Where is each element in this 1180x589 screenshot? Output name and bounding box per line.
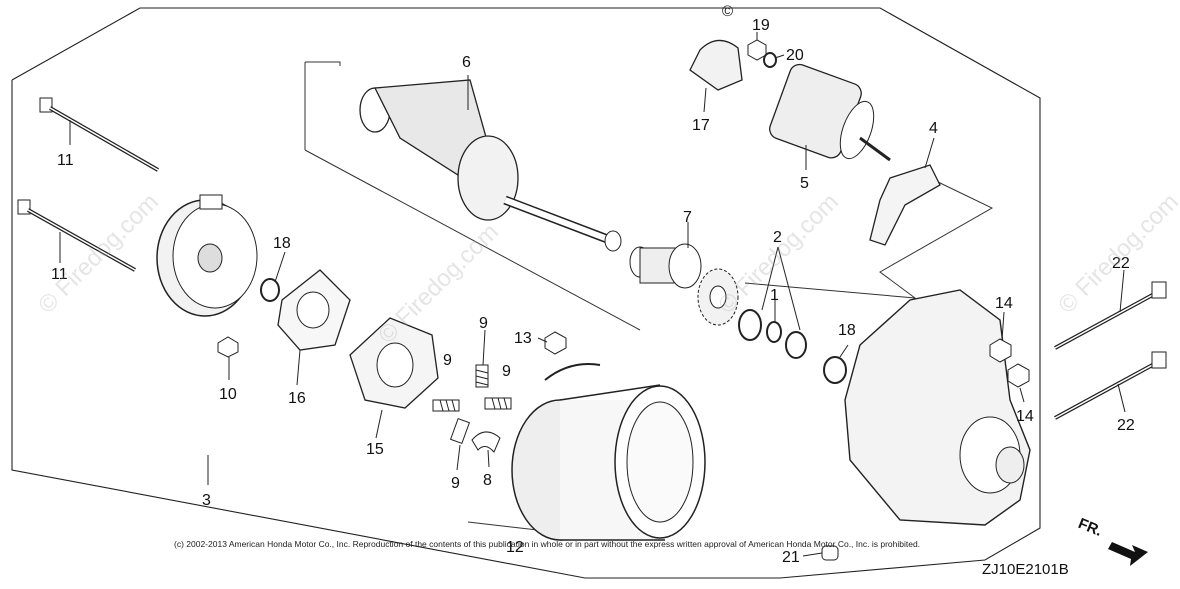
bushing-front [823,356,847,384]
callout-22b: 22 [1117,417,1135,434]
callout-9a: 9 [479,315,488,332]
callout-9d: 9 [451,475,460,492]
callout-12: 12 [506,539,524,556]
front-arrow-icon [1108,542,1148,566]
brush-spring-b [432,399,460,412]
callout-10: 10 [219,386,237,403]
field-coil-yoke [511,363,706,541]
callout-5: 5 [800,175,809,192]
copyright-notice: (c) 2002-2013 American Honda Motor Co., … [174,539,921,549]
callout-9c: 9 [502,363,511,380]
callout-22a: 22 [1112,255,1130,272]
nut-14a [989,338,1012,363]
washer-20 [763,52,777,68]
callout-17: 17 [692,117,710,134]
rear-cover [156,194,258,317]
nut-10 [217,336,239,358]
armature [359,79,622,252]
front-housing [844,289,1031,526]
starter-solenoid [769,63,891,162]
brush-spring-d [449,417,471,445]
callout-19: 19 [752,17,770,34]
callout-2: 2 [773,229,782,246]
callout-18b: 18 [838,322,856,339]
callout-21: 21 [782,549,800,566]
leader-lines [59,32,1126,557]
callout-8: 8 [483,472,492,489]
nut-13 [544,331,567,355]
brush-holder-plate [277,269,351,351]
bracket-lever [879,181,994,299]
overrunning-clutch [629,243,739,326]
callout-7: 7 [683,209,692,226]
callout-18a: 18 [273,235,291,252]
callout-11b: 11 [51,266,68,283]
callout-11a: 11 [57,152,74,169]
bushing-rear [260,278,280,302]
callout-13: 13 [514,330,532,347]
bracket-armature [305,61,341,66]
callout-1: 1 [770,287,779,304]
brush-spring-c [484,397,512,410]
callout-3: 3 [202,492,211,509]
diagram-code: ZJ10E2101B [982,561,1069,578]
callout-9b: 9 [443,352,452,369]
brush-holder [349,317,439,409]
callout-6: 6 [462,54,471,71]
top-copyright-symbol: © [722,3,733,20]
nut-19 [747,39,767,61]
solenoid-cap [689,39,743,91]
through-bolt-upper [39,97,159,172]
brush-spring-a [475,364,489,388]
callout-14b: 14 [1016,408,1034,425]
mounting-bolt-upper [1054,281,1167,350]
through-bolt-lower [17,199,136,272]
callout-15: 15 [366,441,384,458]
callout-4: 4 [929,120,938,137]
callout-20: 20 [786,47,804,64]
callout-16: 16 [288,390,306,407]
mounting-bolt-lower [1054,351,1167,420]
callout-14a: 14 [995,295,1013,312]
bracket-armature-diag [304,149,641,331]
shift-lever [869,164,941,246]
nut-14b [1007,363,1030,388]
brush-8 [471,431,501,453]
assembly-outline [11,7,1041,579]
stop-collar-set [738,309,807,359]
